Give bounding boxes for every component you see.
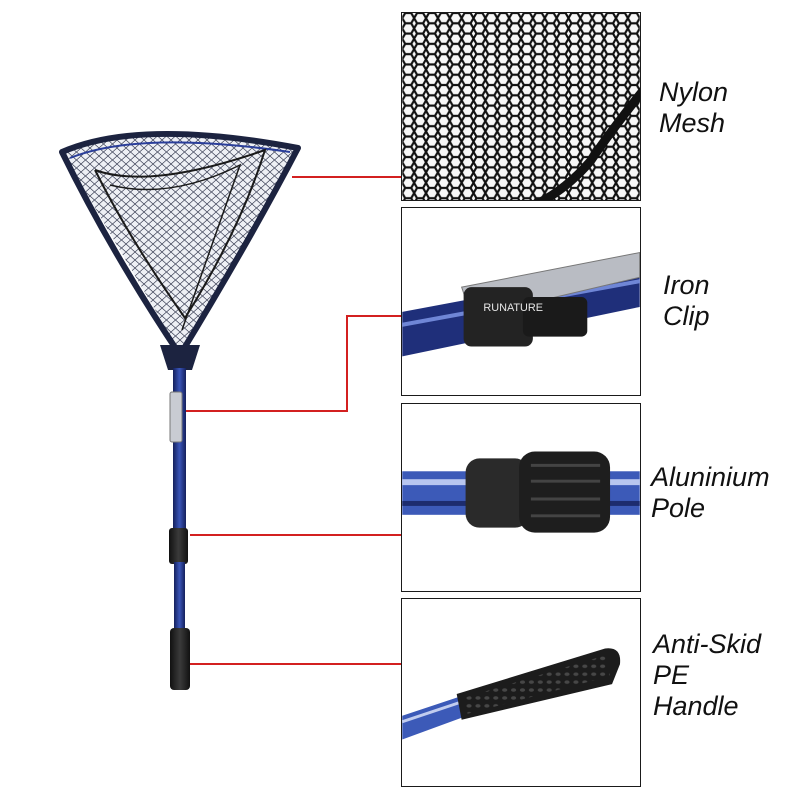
detail-panel-pe-handle: [401, 598, 641, 787]
clip-brand-text: RUNATURE: [483, 302, 543, 314]
iron-clip-closeup: RUNATURE: [402, 208, 640, 395]
pole-joint: [169, 528, 188, 564]
label-line: Aluninium: [651, 462, 770, 492]
label-line: Mesh: [659, 108, 726, 138]
label-line: Nylon: [659, 77, 729, 107]
pe-handle-closeup: [402, 599, 640, 786]
aluminium-pole-closeup: [402, 404, 640, 591]
detail-panel-iron-clip: RUNATURE: [401, 207, 641, 396]
pe-handle: [170, 628, 190, 690]
detail-panel-aluminium-pole: [401, 403, 641, 592]
net-frame: [59, 131, 301, 358]
label-line: Clip: [663, 301, 710, 331]
label-line: Iron: [663, 270, 710, 300]
label-pe-handle: Anti-Skid PE Handle: [653, 629, 761, 722]
telescopic-pole: [169, 368, 190, 690]
label-nylon-mesh: Nylon Mesh: [659, 77, 728, 139]
pole-lock-sleeve: [465, 458, 529, 528]
label-line: Pole: [651, 493, 706, 523]
label-line: Handle: [653, 691, 739, 721]
net-yoke: [160, 345, 200, 370]
label-line: PE: [653, 660, 690, 690]
detail-panel-nylon-mesh: [401, 12, 641, 201]
label-aluminium-pole: Aluninium Pole: [651, 462, 770, 524]
callout-lines: [186, 176, 401, 665]
iron-clip-small: [169, 391, 183, 443]
clip-sleeve: [463, 287, 533, 347]
label-iron-clip: Iron Clip: [663, 270, 710, 332]
net-head: [59, 131, 301, 370]
callout-line-clip: [186, 315, 401, 412]
label-line: Anti-Skid: [653, 629, 762, 659]
nylon-mesh-closeup: [402, 13, 640, 200]
